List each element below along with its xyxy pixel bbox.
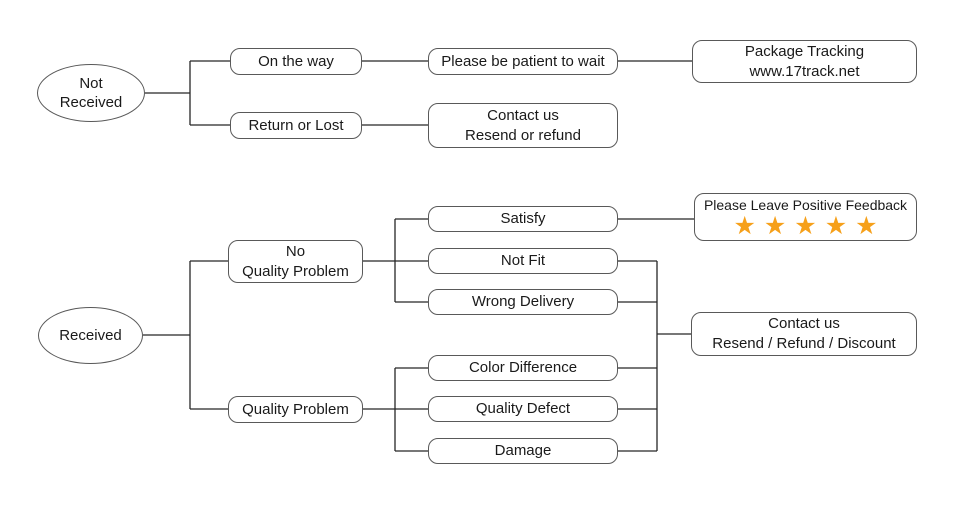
- node-label: No: [285, 242, 306, 260]
- node-label: Package Tracking: [744, 42, 865, 60]
- node-label: Damage: [494, 442, 552, 459]
- node-label: Contact us: [768, 315, 840, 332]
- node-label: Not: [79, 75, 103, 92]
- star-icon: ★: [855, 211, 878, 240]
- node-label: Return or Lost: [248, 116, 344, 134]
- node-on-the-way: On the way: [230, 48, 362, 75]
- node-color-difference: Color Difference: [428, 355, 618, 381]
- node-contact-resend-refund: Contact us Resend or refund: [428, 103, 618, 148]
- node-return-or-lost: Return or Lost: [230, 112, 362, 139]
- node-not-fit: Not Fit: [428, 248, 618, 274]
- node-label: Not Fit: [500, 252, 546, 269]
- node-positive-feedback: Please Leave Positive Feedback ★ ★ ★ ★ ★: [694, 193, 917, 241]
- node-package-tracking: Package Tracking www.17track.net: [692, 40, 917, 83]
- node-label: Please be patient to wait: [441, 52, 605, 70]
- node-label: Please Leave Positive Feedback: [703, 196, 908, 213]
- node-label: Received: [59, 94, 123, 111]
- tracking-url: www.17track.net: [749, 62, 860, 80]
- node-label: Received: [59, 327, 122, 344]
- node-quality-defect: Quality Defect: [428, 396, 618, 422]
- node-no-quality-problem: No Quality Problem: [228, 240, 363, 283]
- node-wrong-delivery: Wrong Delivery: [428, 289, 618, 315]
- node-received: Received: [38, 307, 143, 364]
- node-not-received: Not Received: [37, 64, 145, 122]
- node-label: Satisfy: [500, 210, 546, 227]
- node-label: Resend / Refund / Discount: [712, 335, 896, 352]
- node-label: Resend or refund: [465, 126, 581, 144]
- node-contact-resend-refund-discount: Contact us Resend / Refund / Discount: [691, 312, 917, 356]
- node-label: On the way: [258, 52, 334, 70]
- node-label: Color Difference: [468, 359, 578, 376]
- star-icon: ★: [763, 211, 787, 240]
- star-icon: ★: [794, 211, 817, 240]
- star-icon: ★: [824, 211, 848, 240]
- star-rating: ★ ★ ★ ★ ★: [733, 211, 878, 240]
- node-damage: Damage: [428, 438, 618, 464]
- node-label: Wrong Delivery: [471, 293, 575, 310]
- node-label: Quality Problem: [242, 400, 349, 418]
- node-label: Quality Defect: [475, 400, 571, 417]
- node-please-be-patient: Please be patient to wait: [428, 48, 618, 75]
- node-quality-problem: Quality Problem: [228, 396, 363, 423]
- node-satisfy: Satisfy: [428, 206, 618, 232]
- star-icon: ★: [733, 211, 756, 240]
- node-label: Quality Problem: [242, 262, 349, 280]
- node-label: Contact us: [487, 106, 559, 124]
